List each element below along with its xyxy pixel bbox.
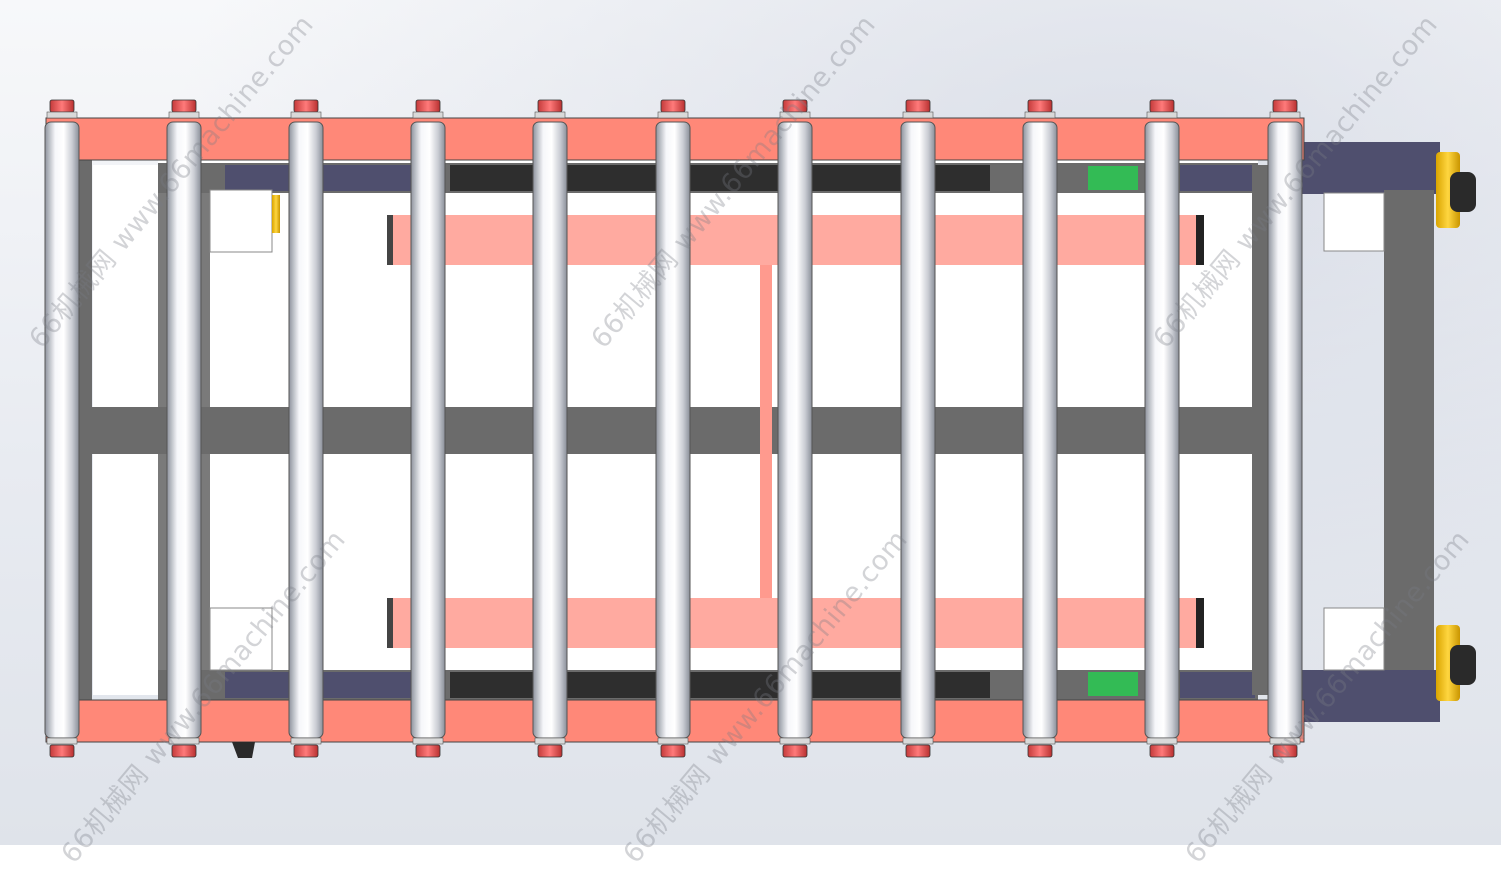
yellow-clip <box>272 195 280 233</box>
washer <box>1269 737 1301 745</box>
bolt-icon <box>782 744 808 758</box>
caster-frame-bottom <box>1300 670 1440 722</box>
washer <box>290 737 322 745</box>
roller-icon <box>410 121 446 739</box>
bolt-icon <box>537 99 563 113</box>
washer <box>534 737 566 745</box>
roller-icon <box>1022 121 1058 739</box>
lift-bracket <box>387 215 393 265</box>
roller-icon <box>655 121 691 739</box>
bracket-bottom-left <box>232 742 255 758</box>
washer <box>290 111 322 119</box>
mount-plate <box>209 189 273 253</box>
washer <box>412 111 444 119</box>
bolt-icon <box>415 744 441 758</box>
caster-plate <box>1323 192 1385 252</box>
navy-rail-top-right <box>1180 165 1255 191</box>
washer <box>1146 111 1178 119</box>
bolt-icon <box>1027 744 1053 758</box>
bolt-icon <box>537 744 563 758</box>
bolt-icon <box>171 744 197 758</box>
lift-bracket <box>387 598 393 648</box>
washer <box>1024 737 1056 745</box>
washer <box>1269 111 1301 119</box>
washer <box>46 737 78 745</box>
bolt-icon <box>1149 99 1175 113</box>
roller-conveyor-model <box>44 99 1476 758</box>
bolt-icon <box>49 99 75 113</box>
roller-icon <box>532 121 568 739</box>
washer <box>1146 737 1178 745</box>
washer <box>902 737 934 745</box>
washer <box>168 737 200 745</box>
navy-rail-bottom-right <box>1180 672 1255 698</box>
roller-icon <box>1267 121 1303 739</box>
roller-icon <box>777 121 813 739</box>
lift-bracket <box>1196 215 1204 265</box>
caster-wheel-icon <box>1436 152 1476 228</box>
washer <box>902 111 934 119</box>
bolt-icon <box>49 744 75 758</box>
caster-plate <box>1323 607 1385 671</box>
bolt-icon <box>293 99 319 113</box>
bolt-icon <box>1149 744 1175 758</box>
washer <box>534 111 566 119</box>
washer <box>1024 111 1056 119</box>
bolt-icon <box>293 744 319 758</box>
washer <box>412 737 444 745</box>
bolt-icon <box>905 99 931 113</box>
caster-frame-side <box>1384 190 1434 670</box>
green-pad-top <box>1088 166 1138 190</box>
washer <box>657 111 689 119</box>
bolt-icon <box>660 99 686 113</box>
mount-plate <box>209 607 273 671</box>
lift-frame-center-post <box>760 265 772 598</box>
washer <box>657 737 689 745</box>
caster-frame-top <box>1300 142 1440 194</box>
cross-member <box>1252 165 1272 695</box>
roller-icon <box>900 121 936 739</box>
washer <box>168 111 200 119</box>
bolt-icon <box>415 99 441 113</box>
caster-wheel-icon <box>1436 625 1476 701</box>
roller-icon <box>1144 121 1180 739</box>
washer <box>46 111 78 119</box>
bolt-icon <box>1272 744 1298 758</box>
roller-icon <box>44 121 80 739</box>
bolt-icon <box>1027 99 1053 113</box>
bolt-icon <box>660 744 686 758</box>
caster-assembly <box>1300 142 1476 722</box>
bolt-icon <box>171 99 197 113</box>
bolt-icon <box>782 99 808 113</box>
bolt-icon <box>1272 99 1298 113</box>
lift-bracket <box>1196 598 1204 648</box>
roller-icon <box>288 121 324 739</box>
green-pad-bottom <box>1088 672 1138 696</box>
washer <box>779 737 811 745</box>
roller-icon <box>166 121 202 739</box>
roller-group <box>44 99 1303 758</box>
bolt-icon <box>905 744 931 758</box>
washer <box>779 111 811 119</box>
